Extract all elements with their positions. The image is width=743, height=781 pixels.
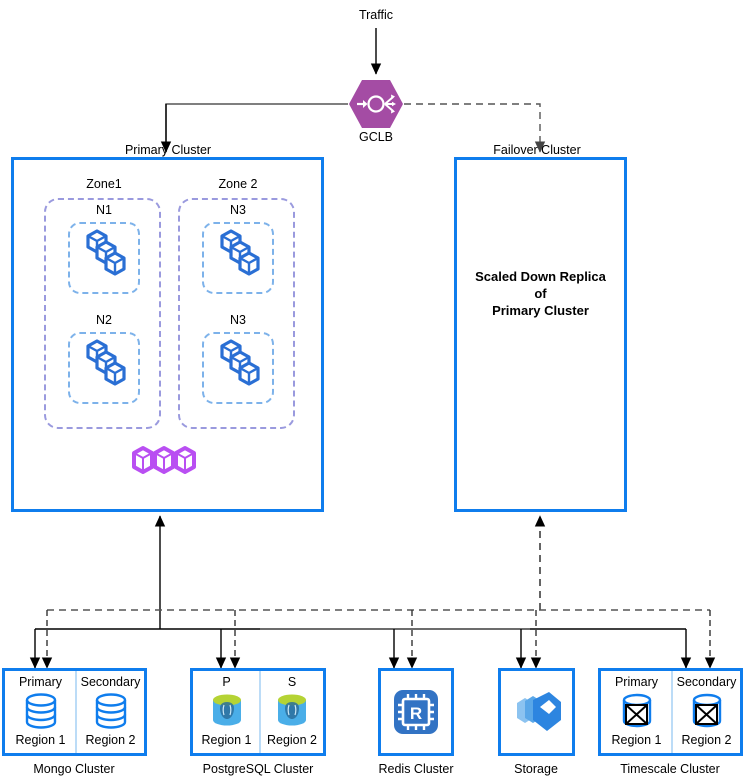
postgres-primary-half: P Region 1 [193, 671, 260, 753]
bus-drops-dashed [41, 610, 716, 669]
failover-line-1: Scaled Down Replica [475, 269, 606, 284]
mongo-secondary-role: Secondary [80, 675, 141, 689]
store-divider [259, 671, 261, 753]
pods-icon [208, 338, 268, 398]
mongo-cluster-card[interactable]: Primary Region 1 Secondary [2, 668, 147, 756]
pods-icon [208, 228, 268, 288]
node-n3a-label: N3 [230, 203, 246, 217]
postgresql-cluster-card[interactable]: P Region 1 S Region [190, 668, 326, 756]
cloud-storage-icon [501, 671, 572, 753]
mongo-secondary-half: Secondary Region 2 [77, 671, 144, 753]
redis-cluster-card[interactable]: R [378, 668, 454, 756]
storage-caption: Storage [514, 762, 558, 776]
postgres-secondary-role: S [287, 675, 297, 689]
postgresql-icon [273, 689, 311, 733]
zone-box-1[interactable] [44, 198, 161, 429]
node-n2-label: N2 [96, 313, 112, 327]
timescale-primary-region: Region 1 [611, 733, 662, 747]
purple-pods-icon [128, 443, 208, 481]
gclb-node[interactable] [348, 79, 404, 129]
mongo-secondary-region: Region 2 [85, 733, 136, 747]
traffic-label: Traffic [358, 8, 394, 22]
svg-text:R: R [410, 704, 422, 723]
timescale-secondary-half: Secondary Region 2 [673, 671, 740, 753]
timescale-db-icon [617, 689, 657, 733]
timescale-primary-half: Primary Region 1 [601, 671, 672, 753]
mongo-db-icon [91, 689, 131, 733]
failover-cluster-label: Failover Cluster [493, 143, 581, 157]
timescale-secondary-region: Region 2 [681, 733, 732, 747]
node-box-n3a[interactable] [202, 222, 274, 294]
postgres-primary-role: P [222, 675, 231, 689]
timescale-cluster-caption: Timescale Cluster [620, 762, 720, 776]
timescale-primary-role: Primary [614, 675, 659, 689]
redis-cluster-caption: Redis Cluster [378, 762, 454, 776]
redis-icon: R [381, 671, 451, 753]
failover-line-2: of [534, 286, 547, 301]
mongo-db-icon [21, 689, 61, 733]
timescale-secondary-role: Secondary [676, 675, 737, 689]
zone2-label: Zone 2 [218, 177, 258, 191]
postgresql-cluster-caption: PostgreSQL Cluster [202, 762, 314, 776]
pods-icon [74, 338, 134, 398]
primary-cluster-label: Primary Cluster [124, 143, 212, 157]
postgres-secondary-region: Region 2 [266, 733, 318, 747]
postgres-primary-region: Region 1 [201, 733, 252, 747]
mongo-primary-role: Primary [18, 675, 63, 689]
failover-line-3: Primary Cluster [492, 303, 589, 318]
node-n1-label: N1 [96, 203, 112, 217]
gclb-label: GCLB [358, 130, 394, 144]
postgres-secondary-half: S Region 2 [261, 671, 323, 753]
zone-box-2[interactable] [178, 198, 295, 429]
load-balancer-icon [349, 80, 403, 128]
node-box-n1[interactable] [68, 222, 140, 294]
timescale-db-icon [687, 689, 727, 733]
store-divider [75, 671, 77, 753]
storage-card[interactable] [498, 668, 575, 756]
failover-cluster-box[interactable]: Scaled Down Replica of Primary Cluster [454, 157, 627, 512]
postgresql-icon [208, 689, 246, 733]
mongo-cluster-caption: Mongo Cluster [33, 762, 115, 776]
node-box-n3b[interactable] [202, 332, 274, 404]
timescale-cluster-card[interactable]: Primary Region 1 Secondary [598, 668, 743, 756]
node-box-n2[interactable] [68, 332, 140, 404]
mongo-primary-region: Region 1 [15, 733, 66, 747]
pods-icon [74, 228, 134, 288]
store-divider [671, 671, 673, 753]
node-n3b-label: N3 [230, 313, 246, 327]
mongo-primary-half: Primary Region 1 [5, 671, 76, 753]
bus-drops-solid [29, 629, 692, 669]
zone1-label: Zone1 [86, 177, 122, 191]
